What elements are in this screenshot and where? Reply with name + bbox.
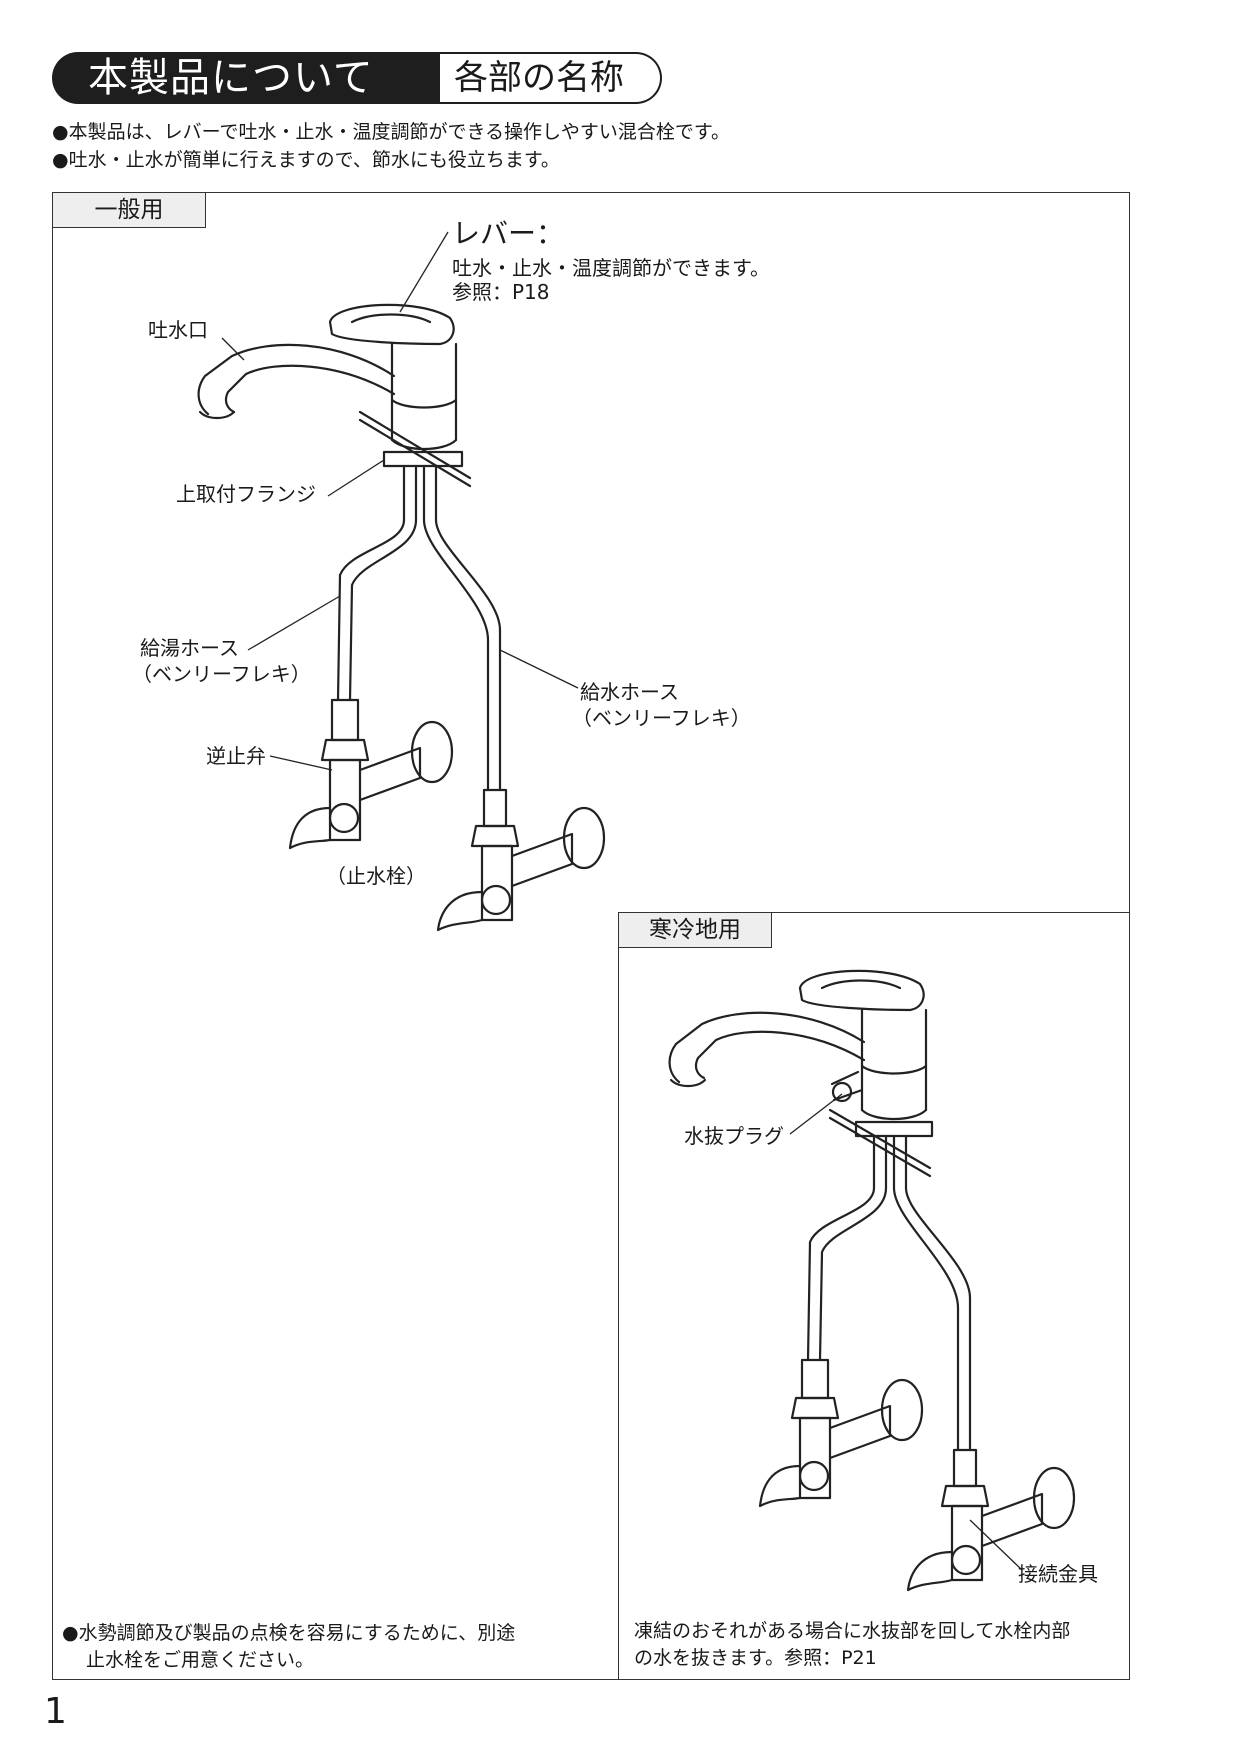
label-cold-hose-type: （ベンリーフレキ） (572, 706, 751, 730)
lever-reference: 参照：P18 (452, 280, 550, 304)
lever-description: 吐水・止水・温度調節ができます。 (452, 256, 770, 280)
tab-general: 一般用 (52, 192, 206, 228)
cold-region-box (618, 912, 1130, 1680)
label-check-valve: 逆止弁 (206, 744, 266, 768)
label-stop-valve: （止水栓） (326, 864, 426, 888)
label-flange: 上取付フランジ (176, 482, 316, 506)
cold-note-line-1: 凍結のおそれがある場合に水抜部を回して水栓内部 (634, 1620, 1071, 1642)
label-cold-hose: 給水ホース (580, 680, 679, 704)
label-fitting: 接続金具 (1018, 1562, 1098, 1586)
cold-note-line-2: の水を抜きます。参照：P21 (634, 1647, 877, 1669)
section-subtitle: 各部の名称 (440, 52, 662, 104)
section-title: 本製品について (52, 52, 440, 104)
label-hot-hose-type: （ベンリーフレキ） (132, 662, 311, 686)
page-number: 1 (44, 1691, 67, 1732)
label-spout: 吐水口 (148, 318, 208, 342)
cold-region-faucet-drawing (668, 969, 1076, 1592)
lever-title: レバー： (452, 217, 565, 250)
intro-line-2: ●吐水・止水が簡単に行えますので、節水にも役立ちます。 (52, 149, 560, 171)
figure-frame (52, 192, 1130, 1680)
general-note-line-1: ●水勢調節及び製品の点検を容易にするために、別途 (62, 1622, 516, 1644)
tab-cold-region: 寒冷地用 (618, 912, 772, 948)
label-hot-hose: 給湯ホース (140, 636, 239, 660)
label-drain-plug: 水抜プラグ (684, 1124, 784, 1148)
general-note-line-2: 止水栓をご用意ください。 (86, 1649, 315, 1671)
intro-line-1: ●本製品は、レバーで吐水・止水・温度調節ができる操作しやすい混合栓です。 (52, 121, 730, 143)
general-faucet-drawing (197, 303, 606, 932)
